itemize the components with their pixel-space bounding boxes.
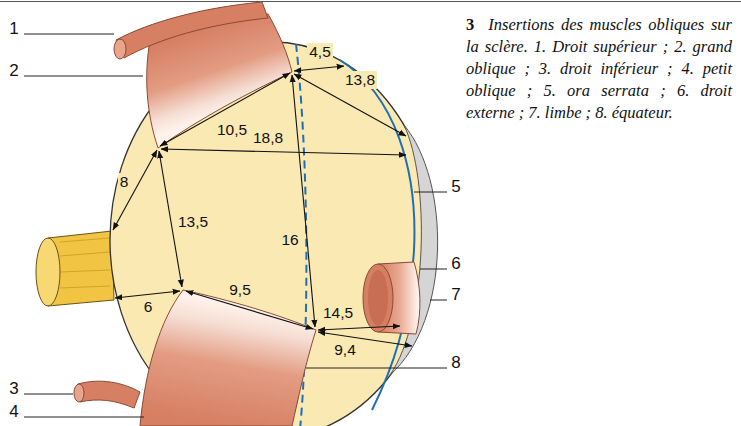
leader-line — [24, 394, 73, 395]
leader-line — [24, 76, 143, 77]
inferior-oblique-muscle — [140, 290, 316, 426]
leader-line — [430, 300, 447, 301]
leader-line — [420, 269, 447, 270]
dimension-label: 18,8 — [251, 129, 285, 147]
figure-caption: Insertions des muscles obliques sur la s… — [466, 15, 732, 122]
leader-line — [24, 34, 114, 35]
callout-number: 3 — [7, 379, 20, 398]
nerve-texture — [60, 238, 110, 288]
dimension-label: 6 — [142, 298, 155, 316]
figure-caption-block: 3Insertions des muscles obliques sur la … — [466, 14, 732, 124]
callout-number: 8 — [449, 353, 462, 372]
dimension-arrows — [113, 66, 412, 346]
leader-line — [414, 192, 447, 193]
callout-number: 6 — [449, 254, 462, 273]
dimension-arrow — [115, 291, 180, 298]
inferior-rectus-end — [74, 384, 84, 402]
dimension-label: 4,5 — [307, 43, 333, 61]
dimension-label: 14,5 — [321, 304, 355, 322]
dimension-label: 10,5 — [215, 121, 249, 139]
superior-rectus-end — [114, 39, 126, 59]
dimension-label: 8 — [118, 173, 131, 191]
callout-number: 4 — [7, 402, 20, 421]
lateral-rectus-section — [368, 270, 388, 326]
top-rule — [0, 1, 741, 2]
dimension-arrow — [318, 326, 400, 330]
dimension-arrow — [113, 150, 157, 230]
inferior-rectus-muscle — [78, 381, 140, 408]
callout-number: 5 — [449, 177, 462, 196]
callout-number: 1 — [7, 19, 20, 38]
dimension-label: 9,5 — [227, 281, 253, 299]
dimension-arrow — [292, 75, 315, 327]
dimension-arrow — [160, 73, 290, 146]
callout-number: 7 — [449, 285, 462, 304]
leader-lines — [24, 34, 447, 417]
dimension-arrow — [161, 149, 406, 155]
superior-rectus-muscle — [116, 2, 268, 58]
lateral-rectus-end — [363, 264, 393, 332]
leader-line — [306, 368, 447, 369]
optic-nerve-end — [36, 238, 60, 306]
dimension-label: 13,8 — [343, 71, 377, 89]
callout-number: 2 — [7, 61, 20, 80]
leader-line — [24, 417, 144, 418]
dimension-label: 13,5 — [176, 213, 210, 231]
dimension-arrow — [294, 66, 344, 71]
dimension-label: 16 — [279, 231, 300, 249]
figure-number: 3 — [466, 15, 474, 34]
dimension-label: 9,4 — [332, 341, 358, 359]
